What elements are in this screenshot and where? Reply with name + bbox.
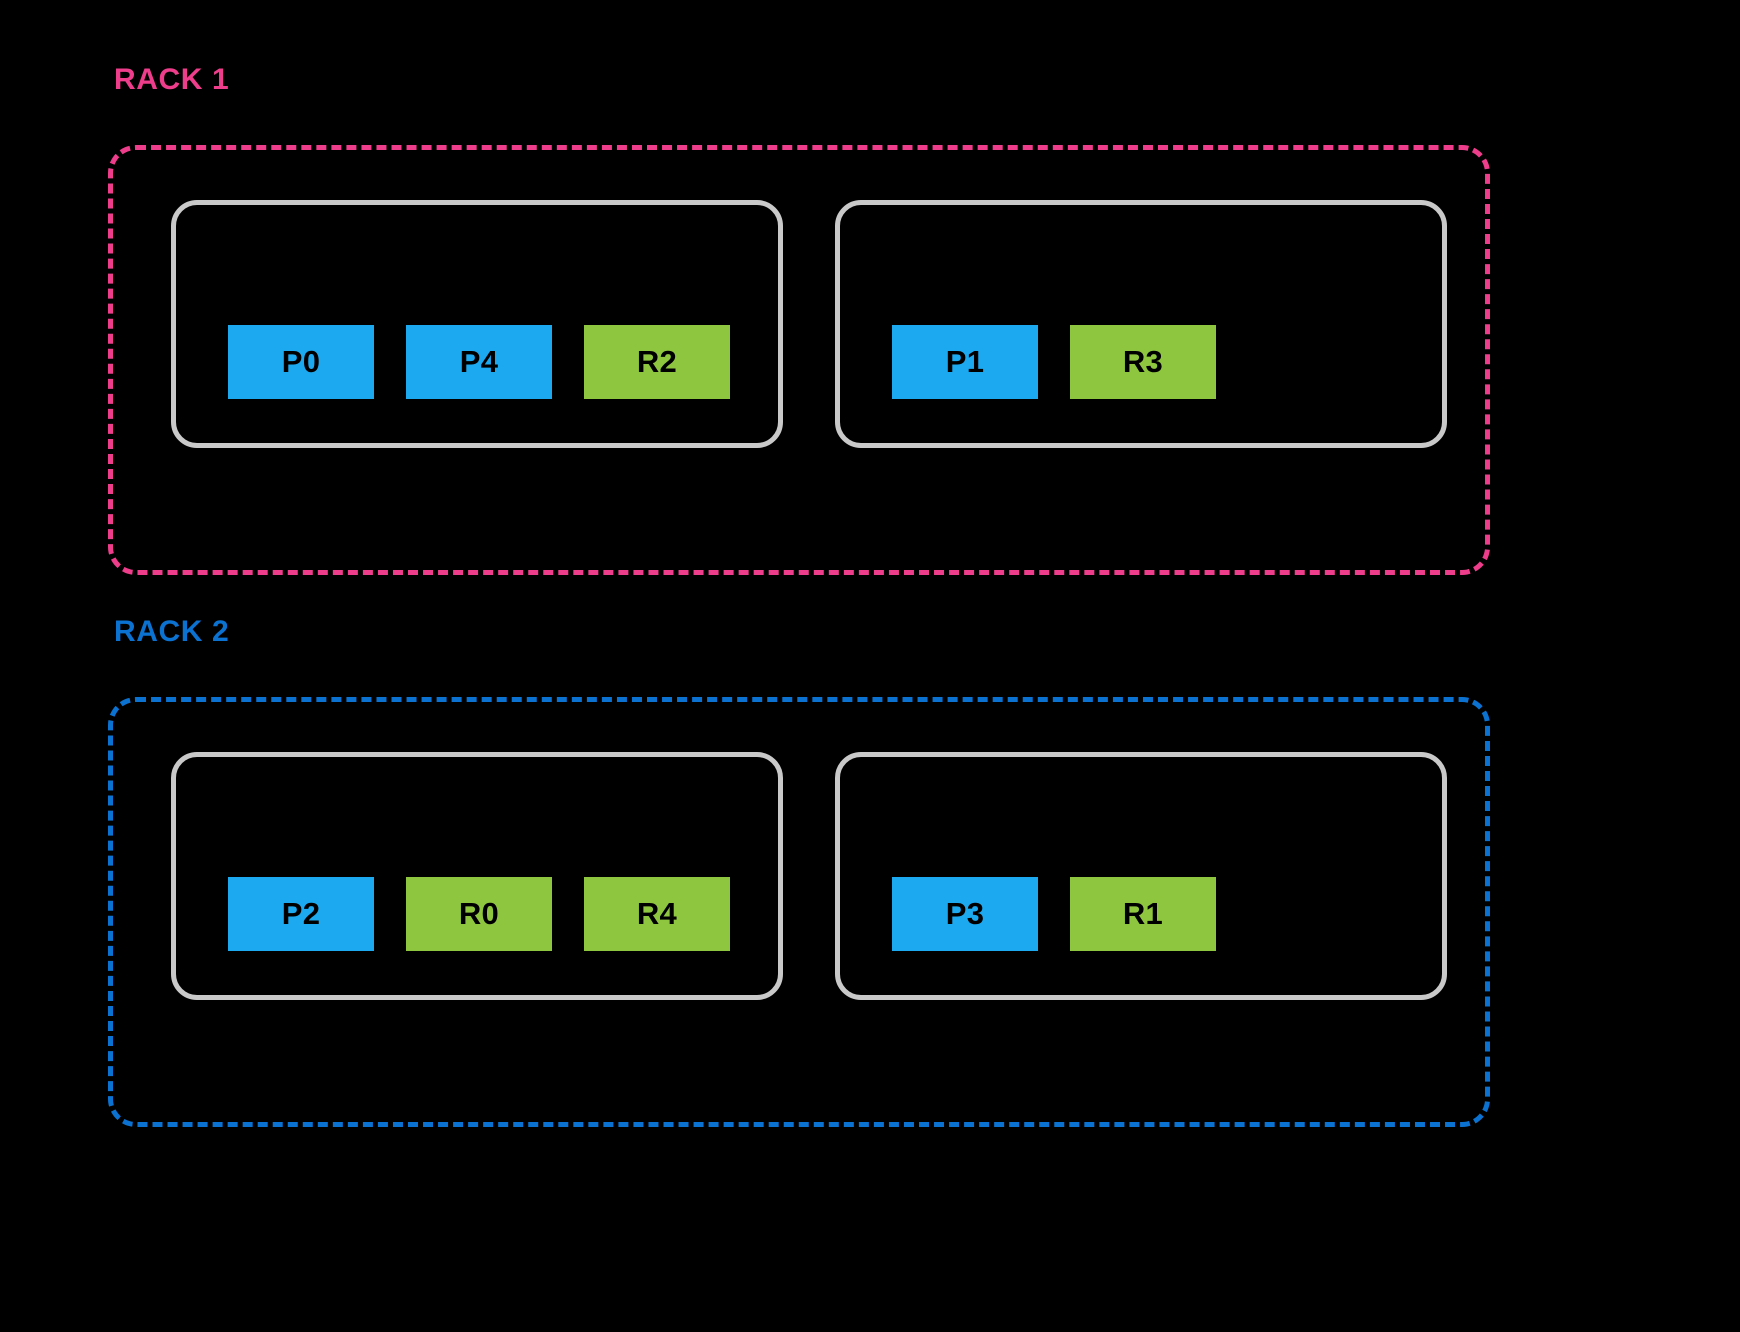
block-p3[interactable]: P3 <box>892 877 1038 951</box>
rack-boundary-1: P0 P4 R2 P1 R3 <box>108 145 1490 575</box>
rack-boundary-2: P2 R0 R4 P3 R1 <box>108 697 1490 1127</box>
block-p1[interactable]: P1 <box>892 325 1038 399</box>
node-blocks-3: P2 R0 R4 <box>228 877 730 951</box>
rack-label-1: RACK 1 <box>114 63 230 96</box>
block-p4[interactable]: P4 <box>406 325 552 399</box>
block-r4[interactable]: R4 <box>584 877 730 951</box>
rack-group-1: RACK 1 P0 P4 R2 P1 R3 <box>108 62 1490 575</box>
block-r2[interactable]: R2 <box>584 325 730 399</box>
block-p0[interactable]: P0 <box>228 325 374 399</box>
node-box-4: P3 R1 <box>835 752 1447 1000</box>
node-box-2: P1 R3 <box>835 200 1447 448</box>
rack-label-2: RACK 2 <box>114 615 230 648</box>
node-box-1: P0 P4 R2 <box>171 200 783 448</box>
rack-group-2: RACK 2 P2 R0 R4 P3 R1 <box>108 614 1490 1127</box>
block-r0[interactable]: R0 <box>406 877 552 951</box>
node-box-3: P2 R0 R4 <box>171 752 783 1000</box>
node-blocks-2: P1 R3 <box>892 325 1216 399</box>
block-p2[interactable]: P2 <box>228 877 374 951</box>
block-r1[interactable]: R1 <box>1070 877 1216 951</box>
node-blocks-4: P3 R1 <box>892 877 1216 951</box>
node-blocks-1: P0 P4 R2 <box>228 325 730 399</box>
block-r3[interactable]: R3 <box>1070 325 1216 399</box>
